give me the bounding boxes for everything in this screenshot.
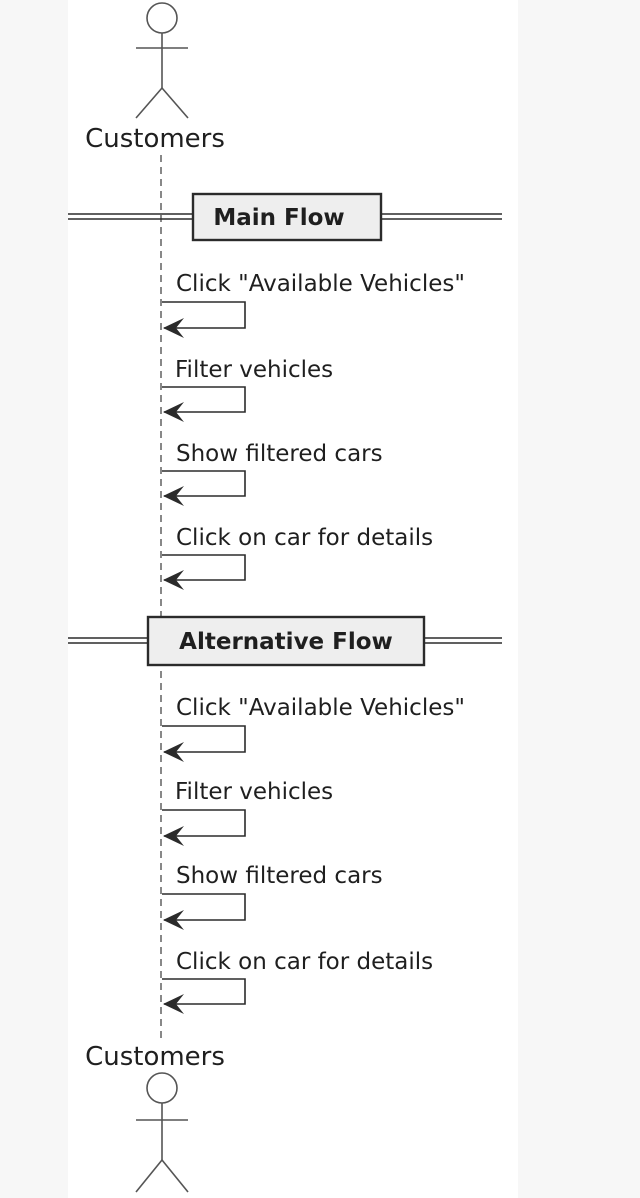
message-label: Click on car for details [176,949,433,975]
divider-alternative-flow-label: Alternative Flow [179,629,393,655]
stick-figure-icon [135,2,189,119]
message-label: Click on car for details [176,525,433,551]
arrowhead-icon [163,994,184,1014]
message-main-4: Click on car for details [162,525,433,590]
message-alt-3: Show filtered cars [162,863,383,930]
message-main-3: Show filtered cars [162,441,383,506]
message-alt-2: Filter vehicles [162,779,333,846]
arrowhead-icon [163,910,184,930]
message-label: Filter vehicles [175,779,333,805]
message-alt-4: Click on car for details [162,949,433,1014]
actor-bottom: Customers [85,1042,225,1193]
message-label: Click "Available Vehicles" [176,271,465,297]
message-label: Filter vehicles [175,357,333,383]
arrowhead-icon [163,570,184,590]
actor-bottom-label: Customers [85,1042,225,1072]
message-label: Show filtered cars [176,441,383,467]
arrowhead-icon [163,742,184,762]
stick-figure-icon [135,1072,189,1193]
divider-alternative-flow: Alternative Flow [68,615,502,667]
arrowhead-icon [163,402,184,422]
arrowhead-icon [163,318,184,338]
message-main-1: Click "Available Vehicles" [162,271,465,338]
message-label: Click "Available Vehicles" [176,695,465,721]
arrowhead-icon [163,486,184,506]
actor-top-label: Customers [85,124,225,154]
message-alt-1: Click "Available Vehicles" [162,695,465,762]
actor-top: Customers [85,2,225,154]
message-label: Show filtered cars [176,863,383,889]
message-main-2: Filter vehicles [162,357,333,422]
divider-main-flow-label: Main Flow [213,205,344,231]
divider-main-flow: Main Flow [68,192,502,242]
arrowhead-icon [163,826,184,846]
